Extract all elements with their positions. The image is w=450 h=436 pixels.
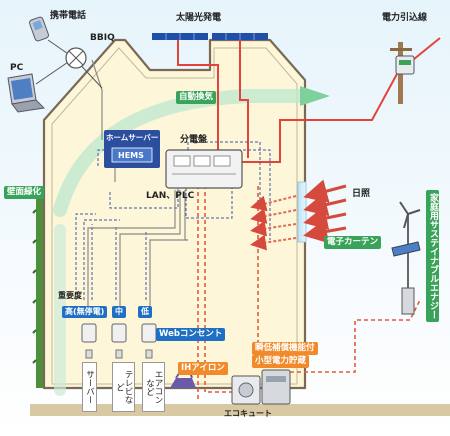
wall-greening-strip [36,198,44,388]
wall-greening-tag: 壁面緑化 [4,186,45,199]
wall-greening-texture [32,209,37,364]
electronic-curtain-tag: 電子カーテン [324,236,382,249]
electronic-curtain-window [297,181,307,243]
outlet-icon [81,323,157,359]
pc-label: PC [10,63,24,73]
distribution-board-label: 分電盤 [180,135,208,145]
server-box: サーバー [82,362,97,412]
house-inner-outline [51,47,298,385]
sustainable-energy-tag: 家庭用サステイナブルエナジー [426,190,439,322]
importance-label: 重要度 [58,291,82,300]
mobile-phone-icon [29,16,49,42]
web-outlet-tag: Webコンセント [156,328,226,341]
solar-panel-icon [152,33,268,40]
importance-mid-tag: 中 [112,306,126,318]
lan-plc-label: LAN、PLC [146,191,195,201]
importance-high-tag: 高(無停電) [62,306,108,318]
ventilation-tag: 自動換気 [176,91,217,104]
bbiq-label: BBIQ [90,33,115,43]
ventilation-flow [53,89,307,217]
importance-low-tag: 低 [138,306,152,318]
power-service-label: 電力引込線 [382,13,428,23]
solar-label: 太陽光発電 [176,13,222,23]
ventilation-arrow-head [300,86,330,106]
distribution-board-icon [165,149,243,189]
hems-screen [111,147,153,163]
tv-box: テレビなど [112,362,135,412]
ecocute-label: エコキュート [224,409,272,418]
laptop-icon [7,73,46,113]
home-server-label: ホームサーバー [106,133,159,142]
small-storage-tag: 小型電力貯蔵 [252,355,310,368]
sun-ray-arrows-inner [250,195,297,251]
mobile-phone-label: 携帯電話 [50,11,87,21]
meter-icon [395,55,415,75]
hems-label: HEMS [118,151,144,160]
instant-drop-tag: 瞬低補償機能付 [252,342,318,355]
storage-battery-icon [261,369,291,405]
ecocute-unit-icon [231,375,261,405]
aircon-box: エアコンなど [142,362,165,412]
ground [30,404,450,416]
ih-iron-tag: IHアイロン [178,362,228,375]
sunlight-label: 日照 [352,189,371,199]
wiring-lines [87,59,186,308]
power-lines [177,37,441,163]
router-globe-icon [65,47,87,69]
solar-streetlight-icon [391,241,421,315]
sun-ray-arrows [303,179,347,244]
